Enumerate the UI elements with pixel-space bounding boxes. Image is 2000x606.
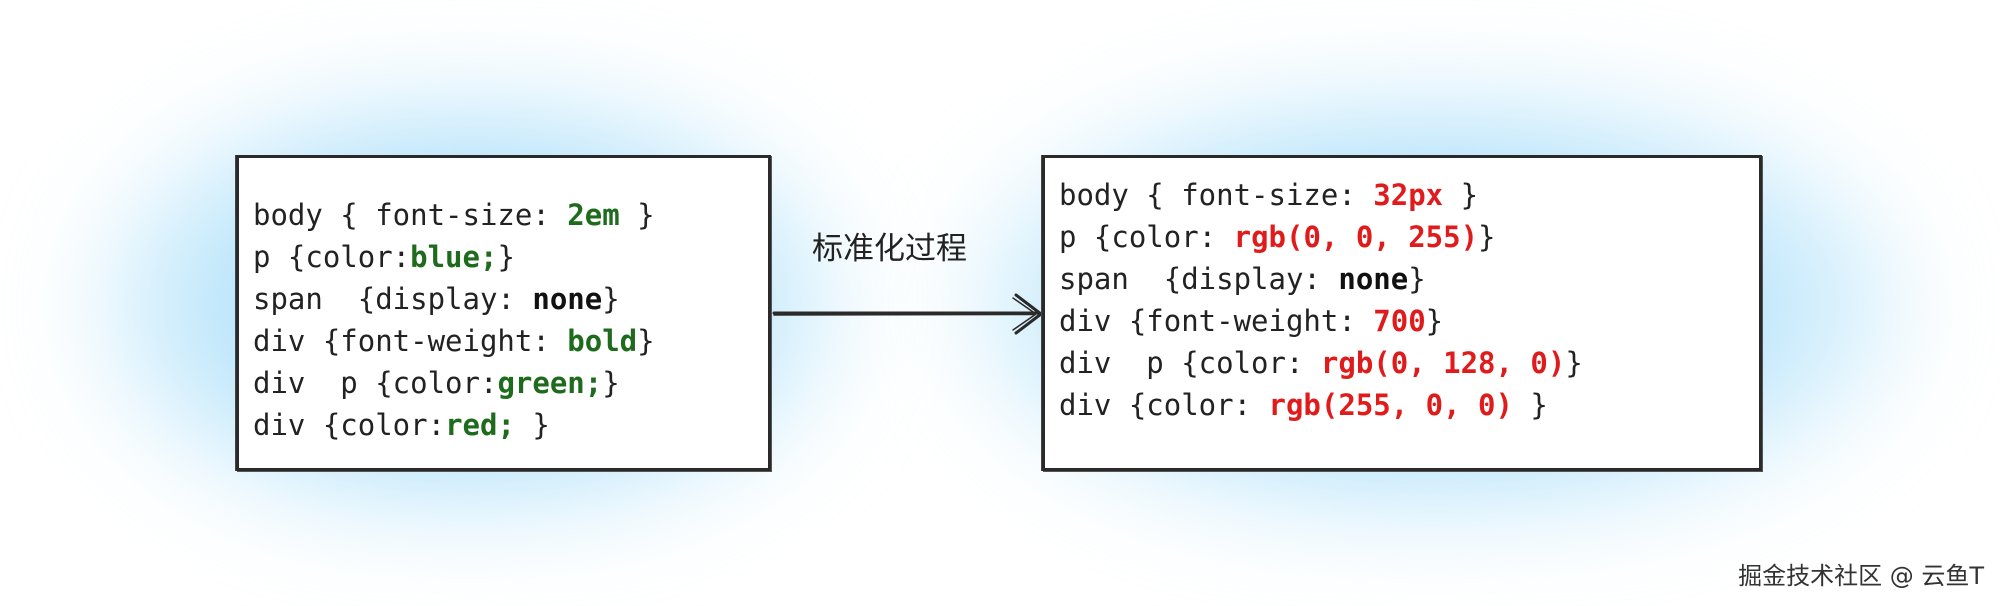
original-css-box: body { font-size: 2em } p {color:blue;} … xyxy=(236,155,771,471)
code-value: blue; xyxy=(410,240,498,274)
code-line: div {color: rgb(255, 0, 0) } xyxy=(1059,388,1548,422)
code-line: p {color:blue;} xyxy=(253,240,515,274)
code-line: span {display: none} xyxy=(253,282,620,316)
code-value: rgb(0, 0, 255) xyxy=(1233,220,1479,254)
watermark: 掘金技术社区 @ 云鱼T xyxy=(1738,562,1984,590)
code-line: div {font-weight: bold} xyxy=(253,324,655,358)
code-value: 32px xyxy=(1373,178,1444,212)
code-value: bold xyxy=(567,324,638,358)
code-value: 2em xyxy=(567,198,620,232)
code-value: red; xyxy=(445,408,515,442)
code-line: div p {color: rgb(0, 128, 0)} xyxy=(1059,346,1583,380)
code-value: none xyxy=(532,282,603,316)
code-value: green; xyxy=(497,366,603,400)
code-line: body { font-size: 32px } xyxy=(1059,178,1479,212)
right-arrow-icon xyxy=(772,293,1043,335)
code-value: rgb(255, 0, 0) xyxy=(1268,388,1513,422)
code-line: div p {color:green;} xyxy=(253,366,620,400)
code-line: span {display: none} xyxy=(1059,262,1426,296)
code-value: none xyxy=(1338,262,1409,296)
normalization-label: 标准化过程 xyxy=(812,231,967,267)
code-value: rgb(0, 128, 0) xyxy=(1320,346,1566,380)
normalized-css-box: body { font-size: 32px } p {color: rgb(0… xyxy=(1042,155,1762,471)
code-line: p {color: rgb(0, 0, 255)} xyxy=(1059,220,1496,254)
code-line: div {color:red; } xyxy=(253,408,550,442)
code-line: div {font-weight: 700} xyxy=(1059,304,1444,338)
code-line: body { font-size: 2em } xyxy=(253,198,655,232)
code-value: 700 xyxy=(1373,304,1426,338)
